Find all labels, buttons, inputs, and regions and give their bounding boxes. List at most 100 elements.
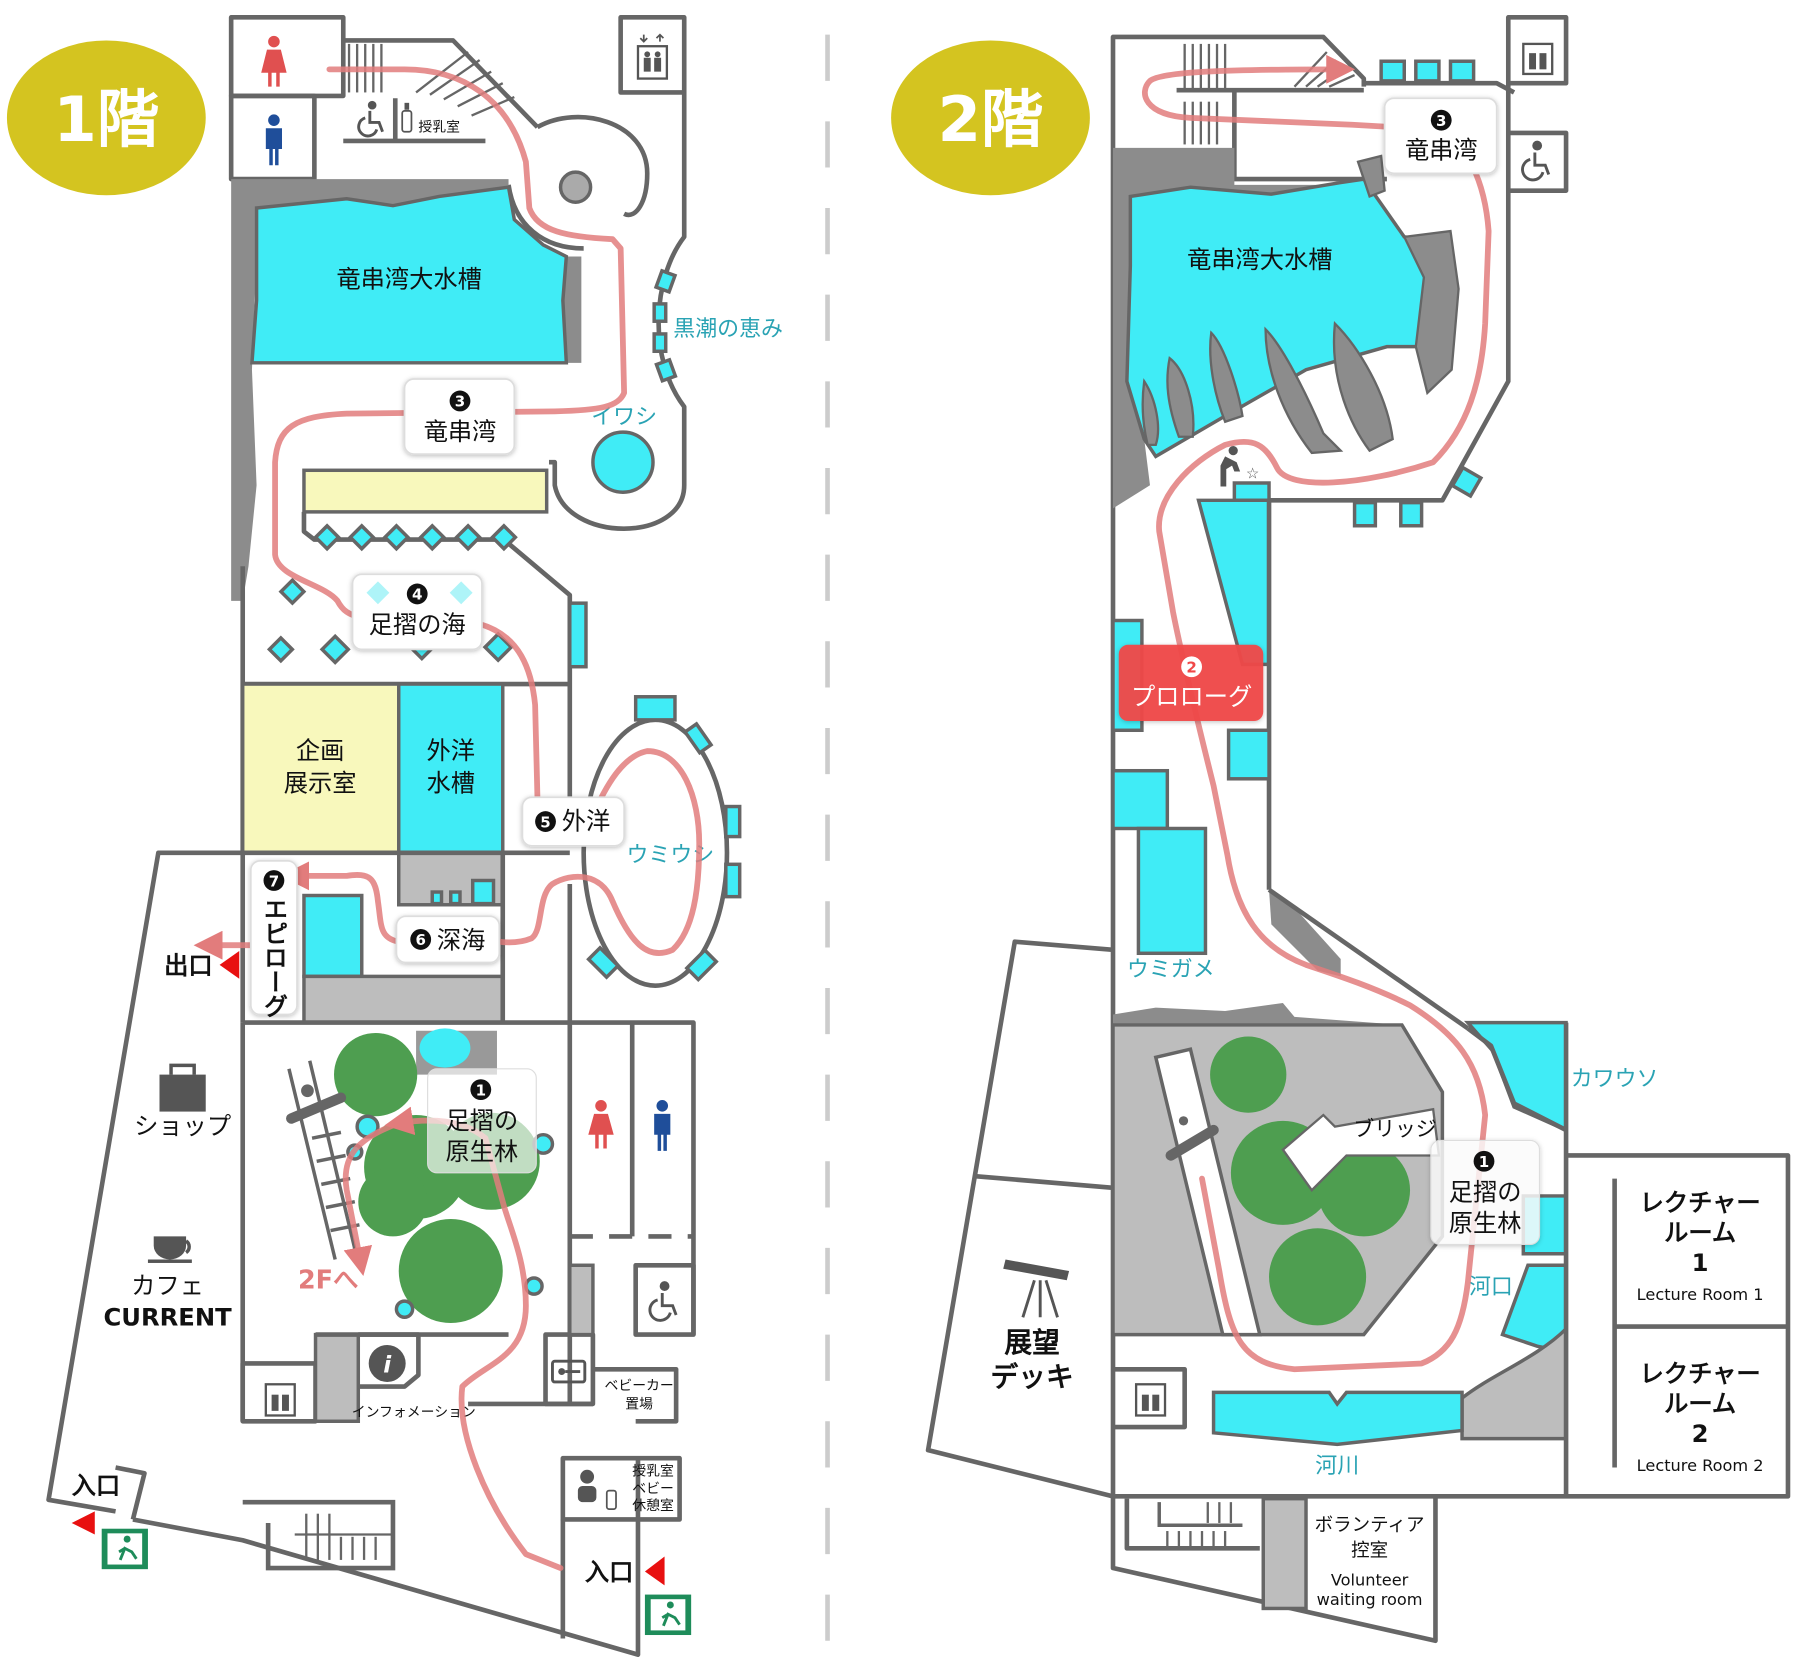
stroller-label: 置場 — [625, 1397, 653, 1413]
lecture-room-label-en: Lecture Room 1 — [1637, 1285, 1764, 1304]
iwashi-tank — [591, 430, 655, 494]
lecture-room-label: ルーム — [1664, 1389, 1736, 1418]
escalator-icon — [286, 1060, 360, 1260]
lecture-room-label: レクチャー — [1640, 1188, 1761, 1217]
deck-label: 展望 — [1004, 1326, 1059, 1359]
elevator-icon — [264, 1383, 296, 1417]
stop-7-label[interactable]: 7 エピローグ — [249, 859, 298, 1018]
stop-4-label[interactable]: 4 足摺の海 — [351, 573, 483, 651]
baby-room-label: 授乳室 — [632, 1463, 674, 1480]
stop-number: 1 — [476, 1081, 486, 1099]
lecture-room-label-en: Lecture Room 2 — [1637, 1456, 1764, 1475]
river-tank — [1211, 1390, 1464, 1447]
floor-2-title: 2階 — [938, 83, 1044, 156]
entrance-arrow-icon — [644, 1556, 665, 1586]
lecture-room-label: 2 — [1692, 1419, 1709, 1448]
umigame-tank — [1136, 826, 1208, 956]
lecture-room-label: ルーム — [1664, 1218, 1736, 1247]
special-room-label: 展示室 — [284, 769, 357, 798]
main-tank-label: 竜串湾大水槽 — [1187, 245, 1333, 274]
stop-number: 3 — [455, 393, 465, 411]
umigame-label: ウミガメ — [1127, 957, 1215, 982]
lecture-room-1[interactable]: レクチャー ルーム 1 Lecture Room 1 — [1637, 1188, 1764, 1304]
restroom-women-icon — [588, 1100, 614, 1149]
stop-name: プロローグ — [1131, 682, 1252, 711]
floor-1: 1階 授乳室 黒 — [6, 15, 783, 1657]
stop-name: 外洋 — [562, 807, 611, 836]
lecture-room-label: レクチャー — [1640, 1359, 1761, 1388]
stop-name: エピローグ — [259, 897, 288, 1018]
emergency-exit-icon — [644, 1594, 692, 1636]
exit-arrow-icon — [219, 950, 240, 979]
stop-name: 足摺の — [446, 1106, 519, 1135]
stop-name: 竜串湾 — [424, 417, 497, 446]
svg-text:i: i — [383, 1353, 392, 1379]
stop-name: 原生林 — [446, 1137, 519, 1166]
stop-3-label[interactable]: 3 竜串湾 — [403, 378, 516, 455]
elevator-icon — [636, 33, 669, 80]
stop-number: 2 — [1186, 658, 1196, 676]
baby-room-label: 休憩室 — [632, 1497, 674, 1514]
volunteer-label-en: waiting room — [1317, 1590, 1423, 1609]
restroom-women-icon — [261, 35, 287, 87]
floor-2-badge: 2階 — [891, 40, 1090, 196]
telescope-icon — [1003, 1259, 1070, 1318]
volunteer-label-en: Volunteer — [1331, 1570, 1409, 1589]
volunteer-label: 控室 — [1351, 1540, 1388, 1561]
wheelchair-icon — [1521, 140, 1551, 182]
stop-5-label[interactable]: 5 外洋 — [521, 796, 625, 847]
diver-icon: ☆ — [1220, 446, 1259, 487]
stop-1-label[interactable]: 1 足摺の 原生林 — [427, 1068, 537, 1174]
stop-2-label[interactable]: 2 プロローグ — [1118, 644, 1264, 722]
route-1f-forest-to-escalator — [342, 1120, 402, 1276]
pillar — [558, 170, 593, 204]
lecture-room-label: 1 — [1692, 1248, 1709, 1277]
stop-name: 足摺の海 — [369, 610, 466, 639]
ocean-tank — [397, 682, 505, 855]
diamond-tanks — [266, 523, 518, 665]
wheelchair-icon — [357, 100, 384, 138]
rocks — [1141, 154, 1460, 455]
svg-text:☆: ☆ — [1246, 464, 1259, 482]
restroom-women — [228, 15, 346, 99]
yellow-exhibit — [302, 468, 549, 514]
stop-6-label[interactable]: 6 深海 — [395, 915, 501, 964]
entrance-arrow-icon — [71, 1511, 95, 1535]
deck-label: デッキ — [991, 1361, 1074, 1394]
pond-tanks — [346, 1114, 555, 1319]
bridge-label: ブリッジ — [1353, 1117, 1436, 1141]
deep-sea-tank — [302, 893, 364, 979]
special-room-label: 企画 — [296, 736, 345, 765]
main-tank-label: 竜串湾大水槽 — [336, 265, 482, 294]
entrance-left-label[interactable]: 入口 — [72, 1471, 121, 1500]
stop-number: 7 — [269, 872, 279, 890]
baby-bottle-icon — [401, 102, 413, 133]
baby-room-label: ベビー — [632, 1481, 674, 1497]
forest-trees — [1210, 1036, 1411, 1326]
information-label: インフォメーション — [352, 1405, 476, 1421]
stop-number: 5 — [540, 813, 550, 831]
stop-1-label[interactable]: 1 足摺の 原生林 — [1430, 1139, 1541, 1246]
entrance-main-label[interactable]: 入口 — [585, 1558, 634, 1587]
stop-3-label[interactable]: 3 竜串湾 — [1383, 97, 1498, 175]
restroom-men-icon — [265, 114, 283, 166]
restroom-men-icon — [654, 1100, 671, 1151]
lecture-room-2[interactable]: レクチャー ルーム 2 Lecture Room 2 — [1637, 1359, 1764, 1475]
bridge — [1281, 1107, 1441, 1192]
stop-name: 深海 — [437, 926, 486, 955]
volunteer-room[interactable]: ボランティア 控室 Volunteer waiting room — [1315, 1515, 1425, 1609]
elevator-icon — [1134, 1383, 1167, 1417]
to-2f-label[interactable]: 2Fへ — [298, 1264, 358, 1294]
stroller-label: ベビーカー — [604, 1378, 673, 1394]
kakou-label: 河口 — [1469, 1275, 1513, 1300]
ocean-tank-label: 水槽 — [426, 769, 475, 798]
kuroshio-tanks — [652, 268, 678, 384]
exit-label: 出口 — [164, 951, 213, 980]
stop-number: 6 — [415, 931, 425, 949]
stop-number: 3 — [1436, 112, 1446, 130]
ocean-tank-label: 外洋 — [426, 736, 475, 765]
kasen-label: 河川 — [1315, 1454, 1359, 1479]
info-icon[interactable]: i — [368, 1344, 406, 1382]
wheelchair-icon — [648, 1281, 678, 1322]
cafe-label: カフェ — [131, 1271, 204, 1300]
